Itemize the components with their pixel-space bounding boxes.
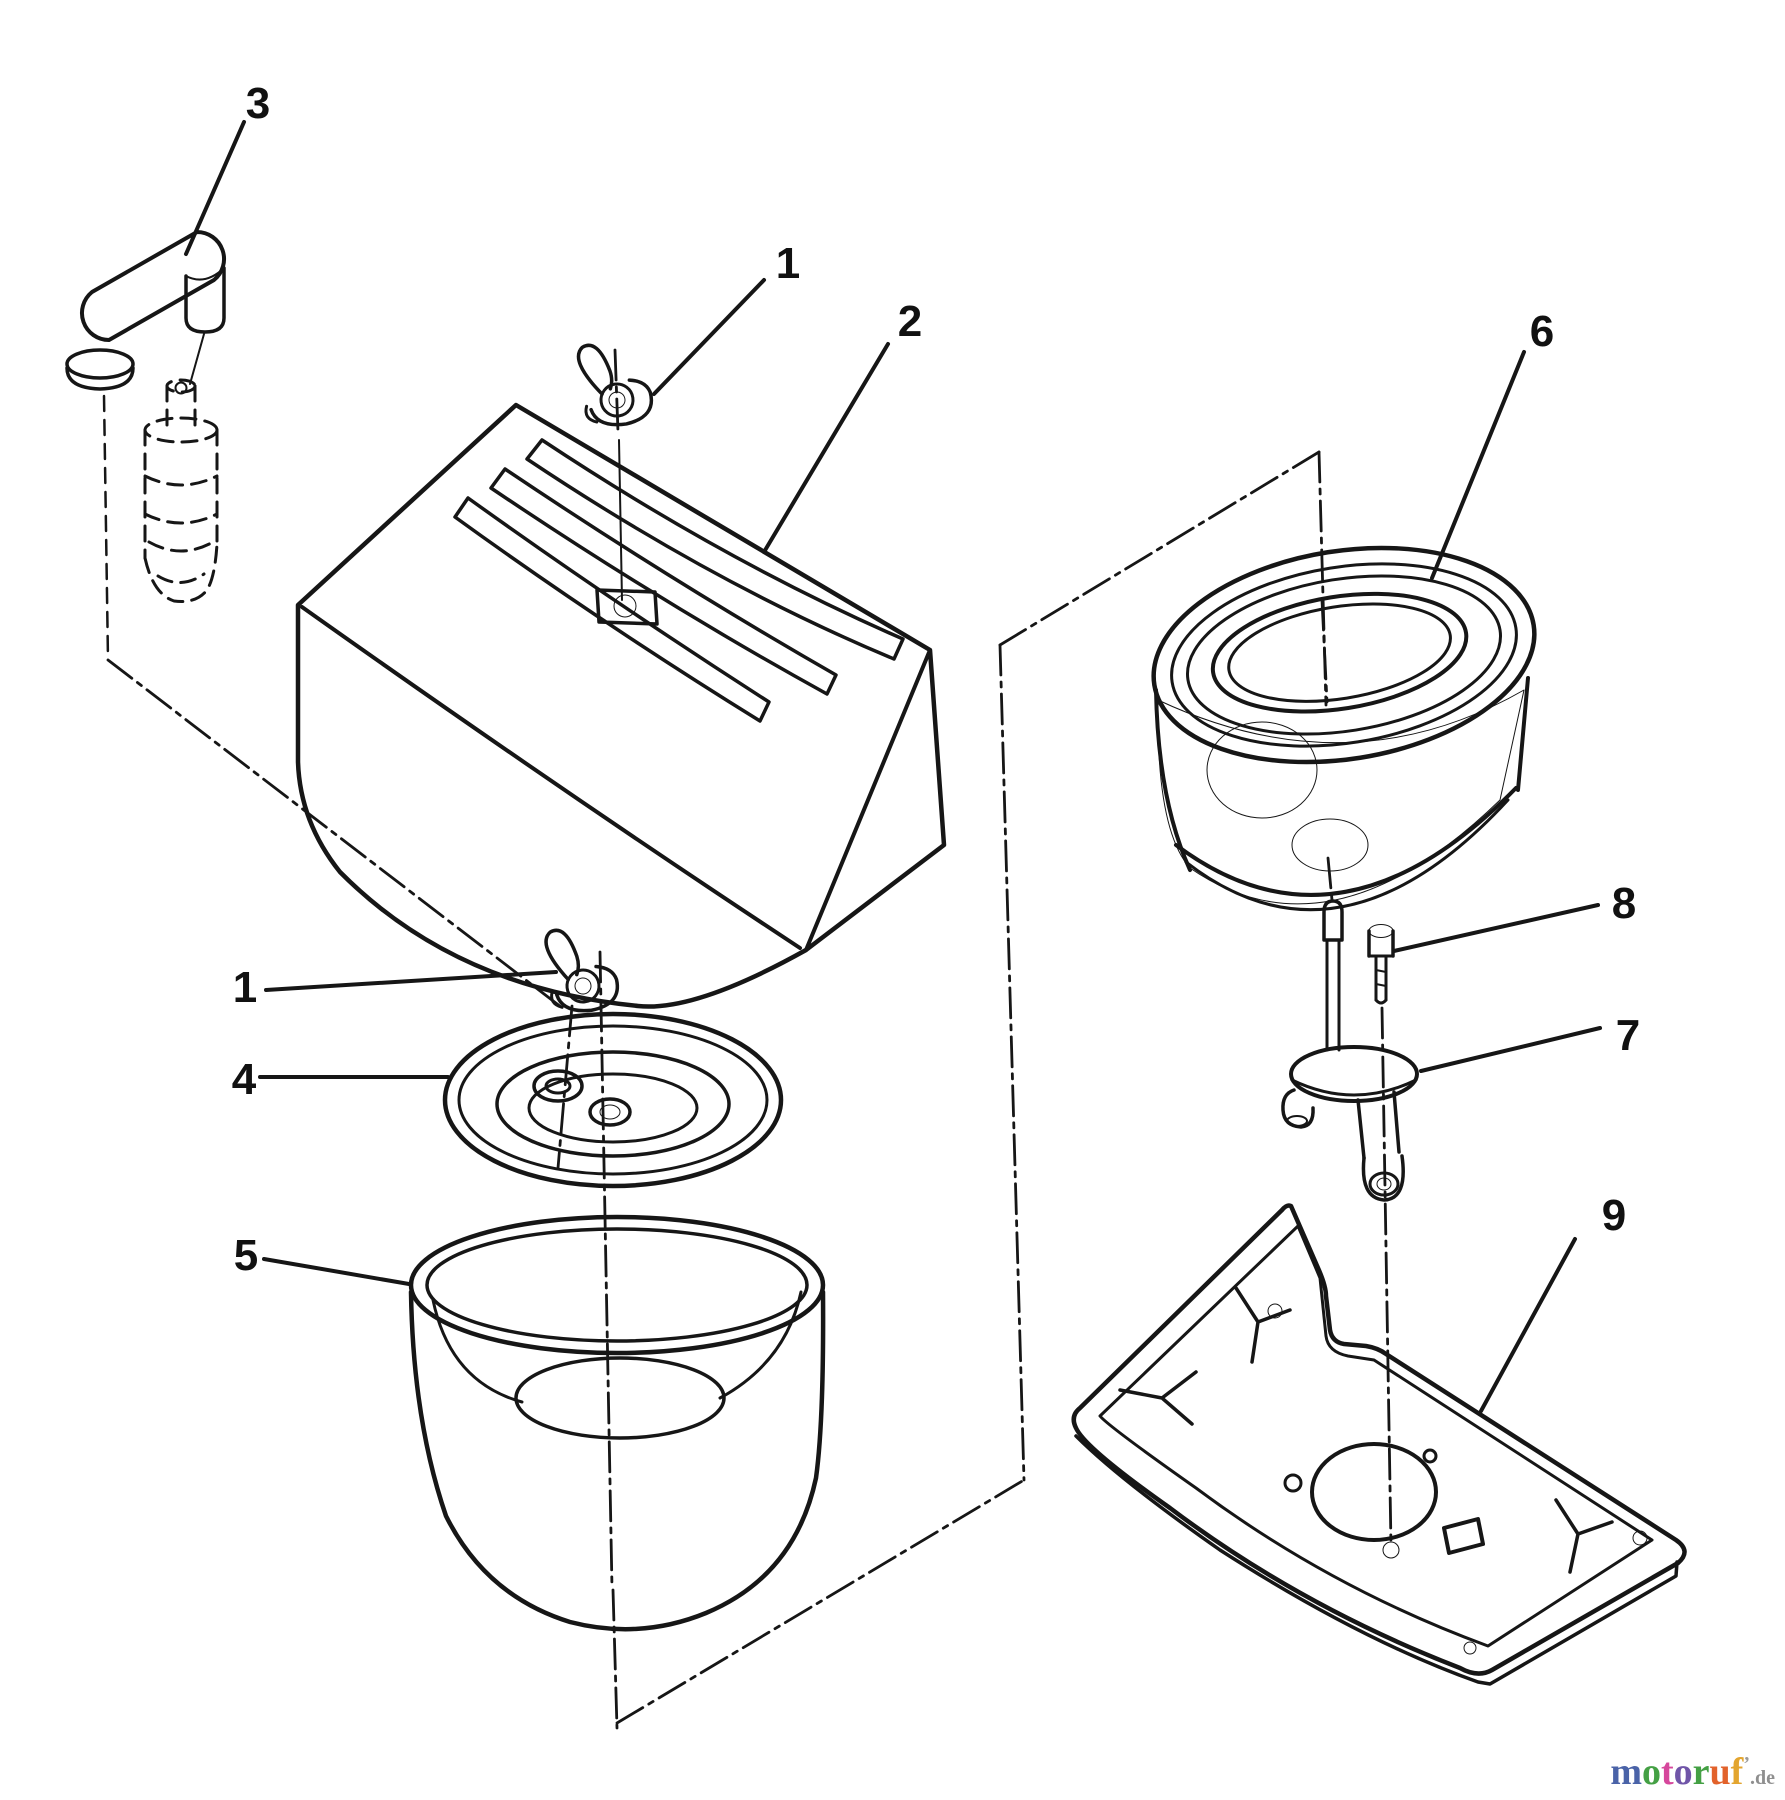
plate-hole-dot xyxy=(1463,1641,1477,1655)
plate-axis-dot xyxy=(1382,1541,1400,1559)
part-6-filter-element xyxy=(1151,545,1537,912)
watermark-tick: ’ xyxy=(1743,1753,1750,1775)
part-4-oval-plate xyxy=(442,1011,784,1189)
stud-head xyxy=(1322,899,1344,942)
cover-stud-hole xyxy=(613,594,637,618)
part-5-filter-tub xyxy=(408,1214,826,1632)
plate-center-hole xyxy=(1310,1442,1438,1542)
plane-left-edge xyxy=(998,643,1026,1482)
callout-label-7: 7 xyxy=(1616,1011,1640,1060)
callout-label-1-top: 1 xyxy=(776,239,800,288)
leader-line-9 xyxy=(1479,1237,1577,1413)
plate-slot xyxy=(1442,1517,1485,1555)
dipstick-axis-dashed xyxy=(102,394,110,662)
left-main-axis xyxy=(598,950,614,1590)
left-diagonal-axis xyxy=(106,658,567,1012)
watermark-letter: o xyxy=(1642,1751,1661,1793)
tub-body xyxy=(408,1289,826,1632)
part-3-dipstick xyxy=(65,230,227,603)
leader-line-1-top xyxy=(652,278,766,396)
filter-axis-through-opening xyxy=(1320,598,1329,704)
filter-right-wall xyxy=(1516,676,1530,792)
leader-line-5 xyxy=(262,1257,411,1286)
bottom-fold-line xyxy=(615,1478,1026,1725)
plane-top-edge xyxy=(998,450,1321,647)
callout-label-5: 5 xyxy=(234,1231,258,1280)
part-7-stud-disc xyxy=(1281,899,1419,1202)
leader-line-8 xyxy=(1392,903,1600,953)
plate-small-hole xyxy=(1283,1473,1303,1493)
callout-label-4: 4 xyxy=(232,1055,257,1104)
cover-axis-upper xyxy=(613,348,620,434)
disc xyxy=(1289,1045,1419,1103)
watermark-letter: o xyxy=(1673,1751,1693,1793)
bolt-shank xyxy=(1374,954,1388,1002)
watermark-logo: motoruf’.de xyxy=(1610,1750,1775,1794)
tub-rim-inner xyxy=(425,1227,809,1343)
disc-arm xyxy=(1356,1090,1401,1160)
stud-shaft xyxy=(1325,938,1341,1052)
dipstick-handle xyxy=(79,230,227,342)
watermark-letter: u xyxy=(1709,1751,1731,1793)
part-2-air-cleaner-cover xyxy=(295,402,947,1009)
part-9-base-plate xyxy=(1071,1203,1687,1686)
center-lines xyxy=(102,348,1393,1730)
plate-hole-dot xyxy=(1632,1530,1648,1546)
filter-bottom-rim xyxy=(1174,786,1518,897)
leader-line-7 xyxy=(1419,1026,1602,1073)
disc-foot-hole xyxy=(1376,1177,1392,1191)
leader-line-2 xyxy=(762,342,890,554)
plate-left-hole xyxy=(532,1069,584,1103)
callout-label-3: 3 xyxy=(246,79,270,128)
cover-side-ridge xyxy=(804,648,932,952)
watermark-letter: t xyxy=(1661,1751,1674,1793)
plate-right-hole xyxy=(588,1097,632,1127)
tub-rim-outer xyxy=(408,1214,826,1356)
plate-outline xyxy=(1071,1203,1687,1676)
dipstick-neck xyxy=(184,266,226,334)
leader-line-6 xyxy=(1430,350,1526,580)
watermark-suffix: .de xyxy=(1750,1767,1775,1789)
part-8-bolt xyxy=(1367,924,1395,1005)
disc-foot xyxy=(1361,1154,1405,1202)
left-secondary-axis xyxy=(556,1004,574,1170)
plate-inner-rim xyxy=(1098,1224,1654,1648)
filter-top-ring xyxy=(1151,545,1537,765)
filter-left-wall xyxy=(1154,688,1192,872)
dipstick-collar xyxy=(65,348,135,380)
leader-line-3 xyxy=(184,120,246,256)
plate-thickness-edge xyxy=(1074,1434,1679,1686)
callouts: 3 1 2 6 1 4 5 8 7 9 xyxy=(184,79,1640,1413)
tub-floor xyxy=(514,1356,726,1440)
cover-vent-slots xyxy=(453,438,905,723)
cover-silhouette xyxy=(295,402,947,1009)
callout-label-9: 9 xyxy=(1602,1191,1626,1240)
cover-nut-boss xyxy=(595,588,659,626)
dipstick-tube-hidden xyxy=(143,378,219,603)
watermark-letter: r xyxy=(1692,1751,1710,1793)
bolt-head xyxy=(1368,924,1394,938)
plate-hole-dot xyxy=(1267,1303,1283,1319)
callout-label-6: 6 xyxy=(1530,307,1554,356)
callout-label-2: 2 xyxy=(898,297,922,346)
callout-label-8: 8 xyxy=(1612,879,1636,928)
watermark-letter: f xyxy=(1730,1751,1744,1793)
plate-small-hole xyxy=(1422,1448,1438,1464)
filter-axis-lower xyxy=(1326,856,1334,902)
watermark-letter: m xyxy=(1610,1751,1642,1793)
watermark-word: motoruf xyxy=(1610,1751,1743,1793)
left-axis-tail xyxy=(611,1588,619,1730)
callout-label-1-mid: 1 xyxy=(233,963,257,1012)
filter-opening xyxy=(1210,591,1469,714)
cover-front-ridge xyxy=(300,605,802,950)
plate-ribs xyxy=(1118,1286,1614,1574)
leader-line-1-mid xyxy=(264,970,558,992)
